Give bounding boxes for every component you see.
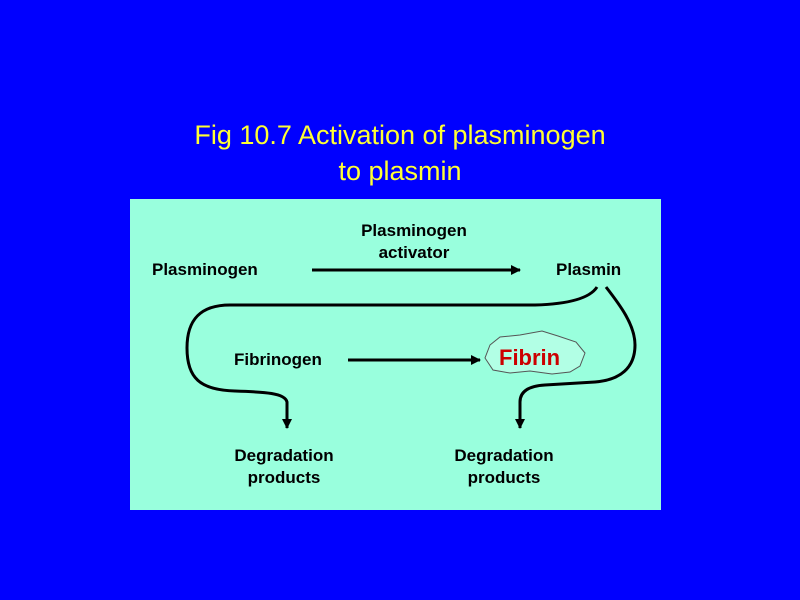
plasmin-to-fibrin-degradation-arrow: [515, 286, 637, 429]
degradation-left-line-2: products: [247, 468, 321, 487]
fibrin-label: Fibrin: [499, 345, 561, 370]
degradation-products-right: Degradation products: [440, 445, 568, 489]
plasmin-label: Plasmin: [556, 260, 622, 279]
degradation-left-line-1: Degradation: [234, 446, 334, 465]
plasmin-to-fibrinogen-degradation-arrow: [185, 286, 599, 429]
degradation-right-line-2: products: [467, 468, 541, 487]
plasminogen-label: Plasminogen: [152, 260, 258, 279]
diagram-panel: [130, 199, 661, 510]
activator-label-line-1: Plasminogen: [361, 221, 467, 240]
fibrinogen-label: Fibrinogen: [234, 350, 322, 369]
activator-label: Plasminogen activator: [342, 220, 486, 264]
activator-label-line-2: activator: [378, 243, 450, 262]
slide-title-line-1: Fig 10.7 Activation of plasminogen: [194, 120, 606, 150]
degradation-products-left: Degradation products: [220, 445, 348, 489]
fibrin-clot-outline: [484, 330, 586, 375]
degradation-right-line-1: Degradation: [454, 446, 554, 465]
slide-title-line-2: to plasmin: [338, 156, 462, 186]
